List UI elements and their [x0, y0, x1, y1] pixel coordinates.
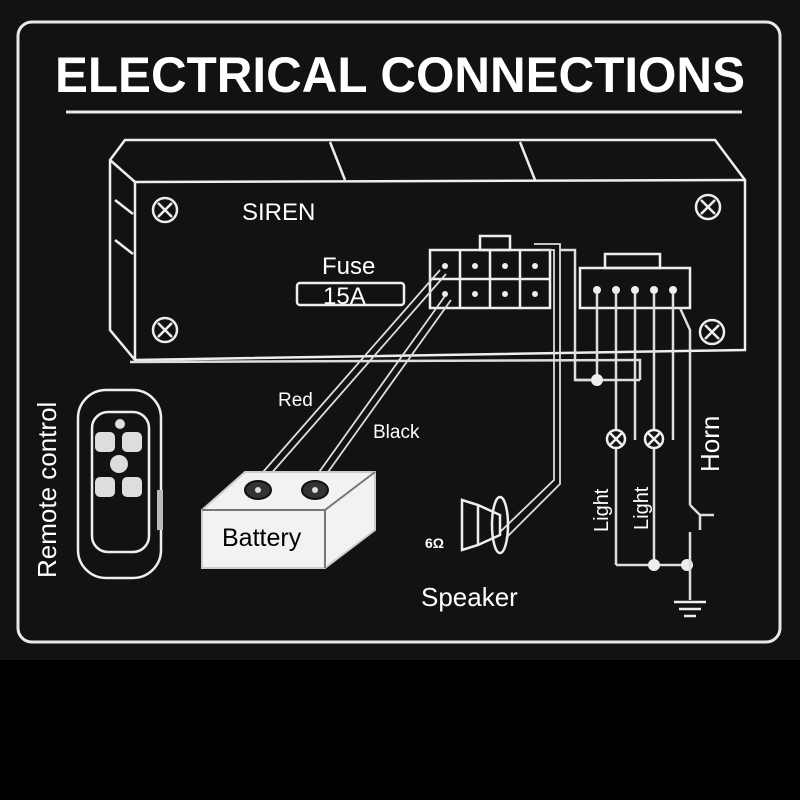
red-wire [255, 269, 447, 485]
light-1-label: Light [591, 488, 613, 532]
output-wiring [129, 248, 714, 600]
ground-icon [674, 600, 706, 618]
siren-unit [108, 138, 747, 362]
speaker-wire [499, 243, 561, 539]
fuse-holder [295, 281, 406, 307]
screw-icon [151, 196, 179, 224]
light-icon [605, 428, 627, 450]
speaker-icon [460, 495, 510, 555]
screw-icon [698, 318, 726, 346]
speaker-rating-label: 6Ω [425, 535, 444, 551]
black-wire [311, 295, 452, 487]
remote-control-label: Remote control [32, 402, 62, 578]
red-wire-label: Red [278, 390, 313, 411]
panel-background [0, 0, 800, 660]
power-connector [428, 234, 552, 310]
horn-label: Horn [695, 416, 725, 472]
battery-icon [201, 471, 376, 569]
remote-control-icon [76, 388, 163, 580]
screw-icon [694, 193, 722, 221]
battery-label: Battery [222, 524, 302, 552]
fuse-label: Fuse [322, 253, 375, 280]
siren-label: SIREN [242, 199, 315, 226]
speaker-label: Speaker [421, 582, 518, 612]
light-icon [643, 428, 665, 450]
screw-icon [151, 316, 179, 344]
fuse-rating-label: 15A [323, 283, 366, 310]
light-2-label: Light [631, 486, 653, 530]
black-wire-label: Black [373, 422, 420, 443]
panel-border [16, 20, 782, 644]
diagram-title: ELECTRICAL CONNECTIONS [55, 47, 745, 103]
